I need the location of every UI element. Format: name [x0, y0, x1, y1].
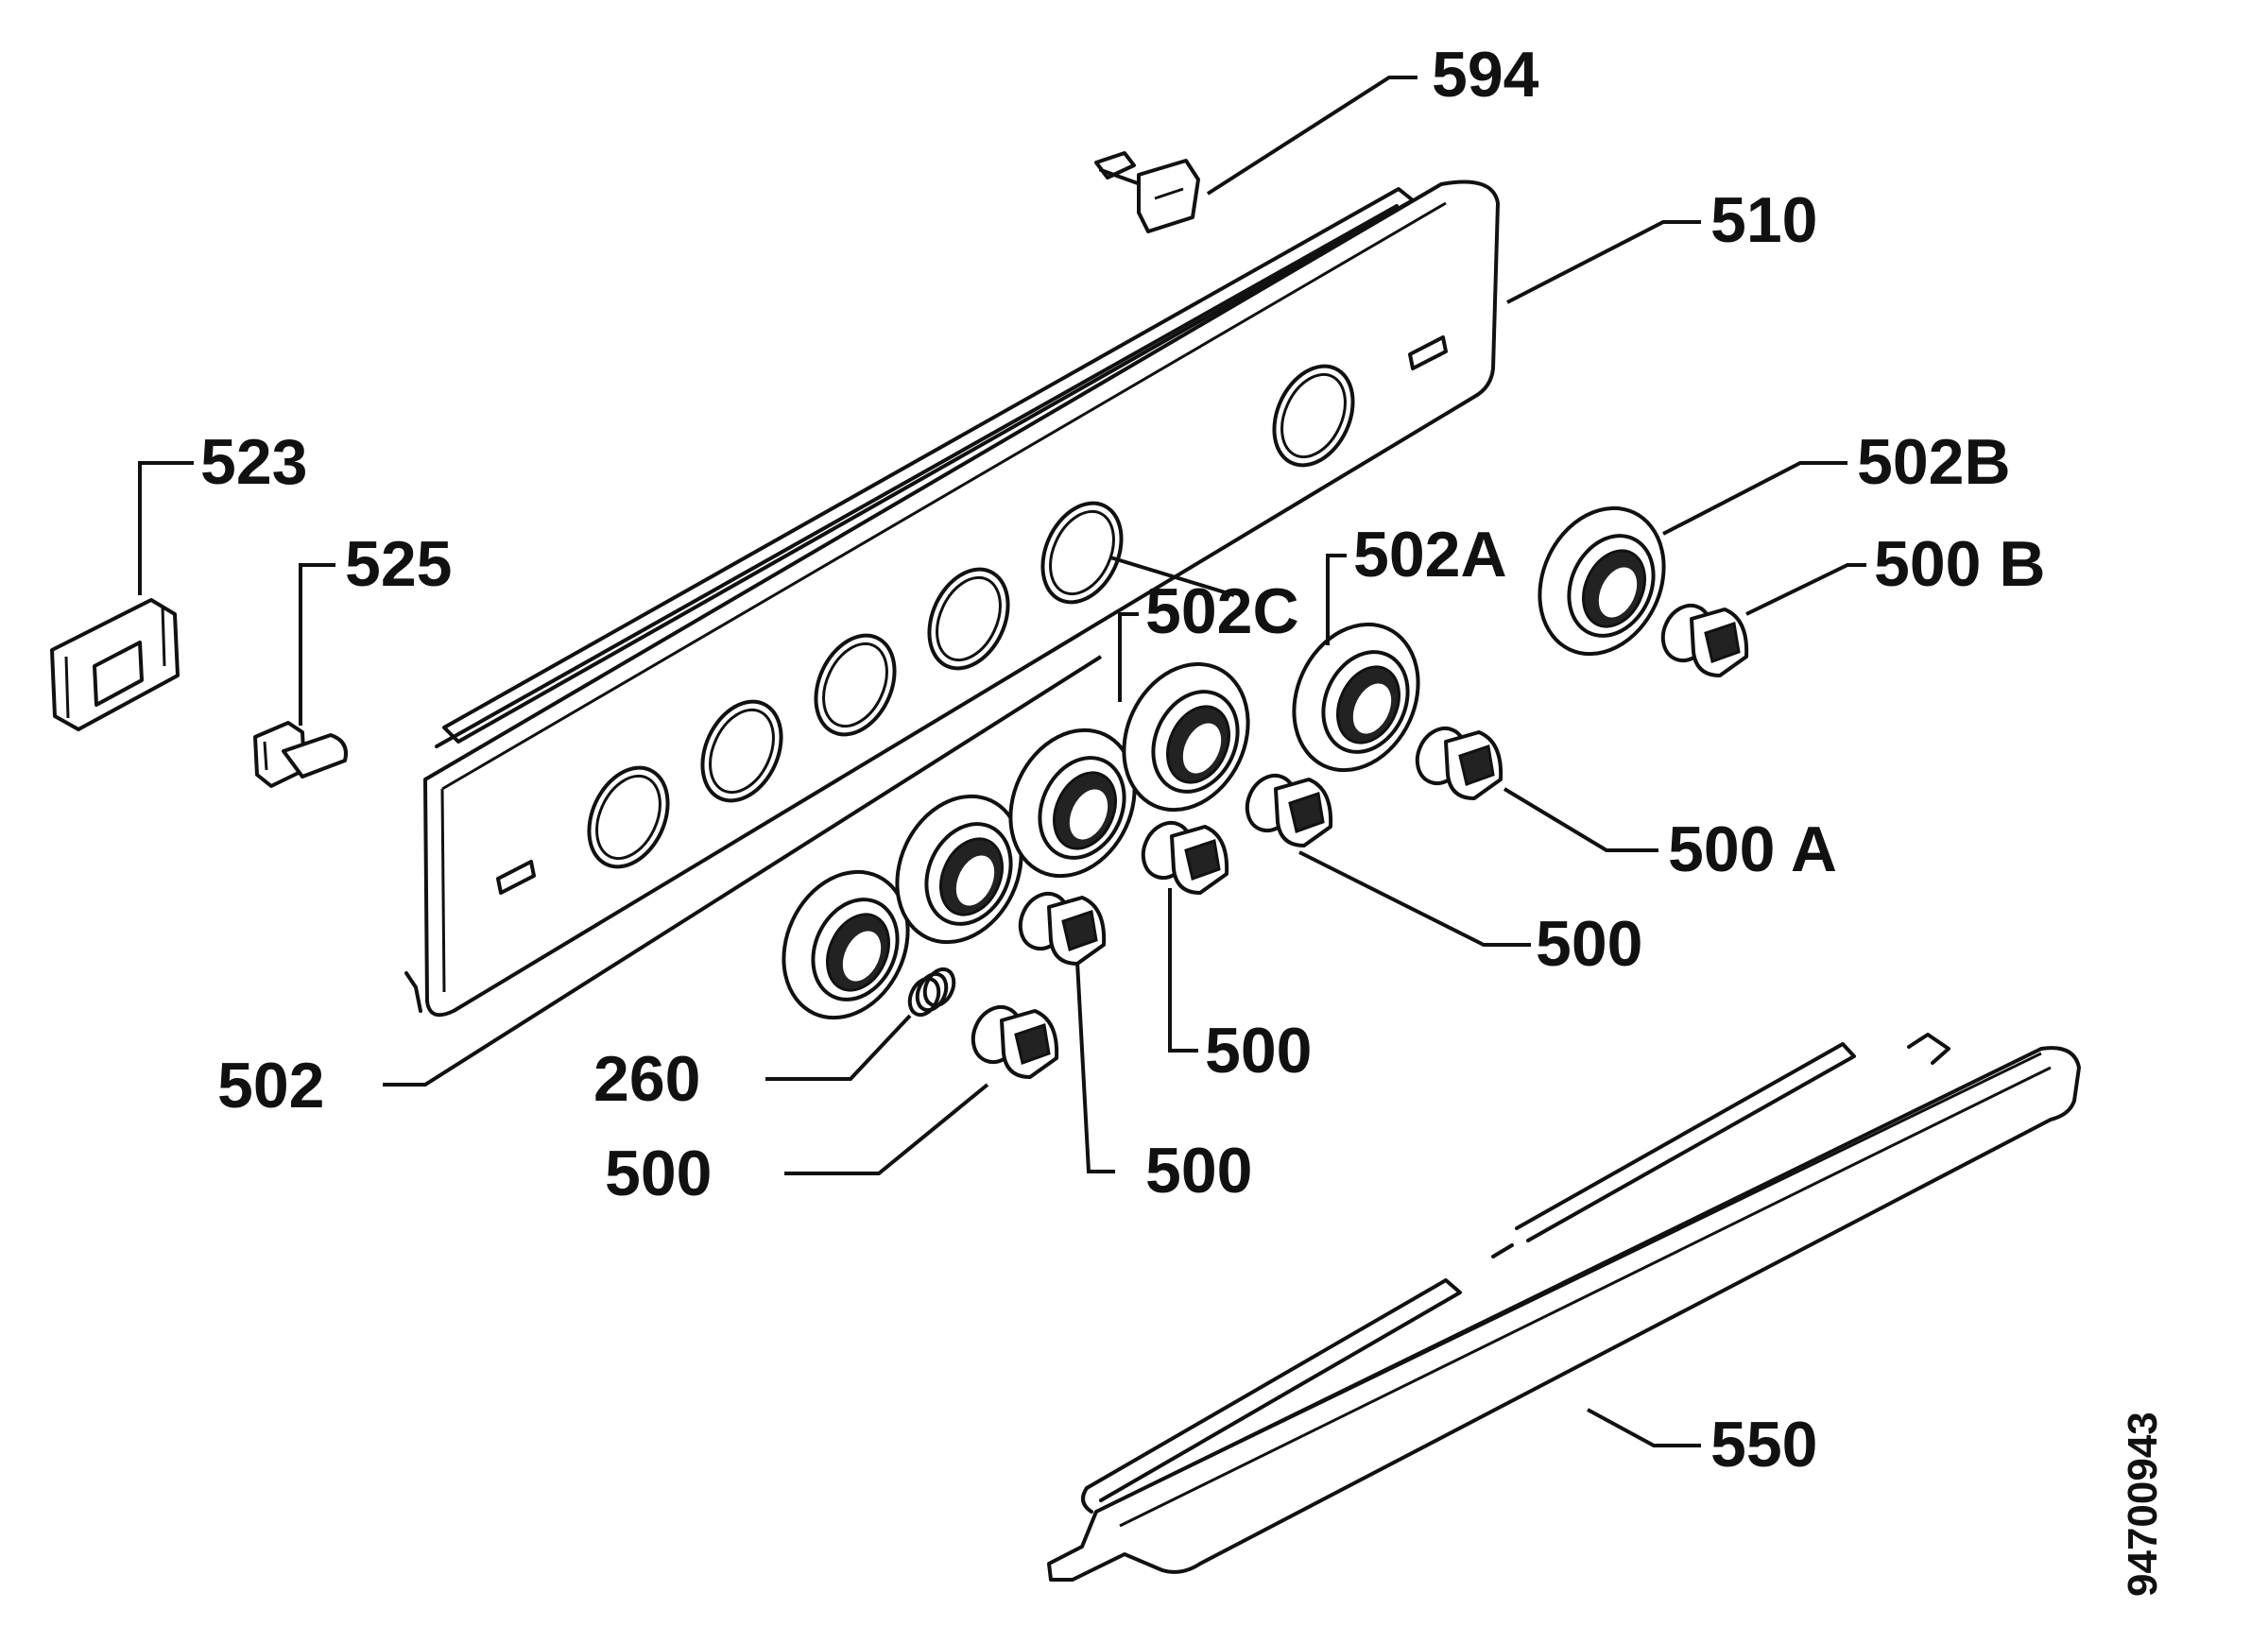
part-525: [253, 721, 348, 788]
bezel-502c: [1122, 661, 1250, 813]
label-502c: 502C: [1145, 575, 1299, 647]
trim-strip-550: [1047, 1033, 2081, 1582]
knob-500b: [1660, 603, 1749, 677]
part-594: [1094, 151, 1200, 233]
part-labels: 594 510 523 525 502B 502A 500 B 502C 500…: [200, 39, 2166, 1597]
label-523: 523: [200, 426, 307, 498]
label-500b: 500 B: [1874, 528, 2045, 600]
knob-500-bottom-left: [971, 1004, 1059, 1079]
label-502: 502: [217, 1050, 324, 1121]
bezel-2: [895, 794, 1023, 945]
knob-500-bottom-mid: [1018, 891, 1107, 966]
bezel-502b: [1538, 505, 1666, 657]
label-525: 525: [345, 528, 452, 600]
spring-260: [907, 967, 956, 1018]
bezel-3: [1008, 727, 1137, 879]
knobs: [971, 603, 1749, 1079]
control-panel-510: [404, 180, 1500, 1018]
knob-500a: [1415, 726, 1503, 800]
label-500-right: 500: [1536, 908, 1642, 980]
bezel-1: [782, 869, 910, 1020]
bezel-502a: [1292, 622, 1420, 773]
part-523: [50, 598, 180, 731]
drawing-number: 94700943: [2120, 1412, 2166, 1597]
knob-500-right: [1245, 773, 1333, 847]
leader-lines: [138, 76, 1866, 1447]
bezel-rings: [782, 505, 1666, 1020]
label-500-mid: 500: [1205, 1015, 1312, 1087]
label-502b: 502B: [1857, 426, 2011, 498]
label-502a: 502A: [1353, 519, 1507, 590]
label-500a: 500 A: [1668, 813, 1837, 885]
knob-500-mid: [1141, 820, 1229, 895]
label-500-bottom-left: 500: [605, 1138, 712, 1209]
label-500-bottom-mid: 500: [1145, 1135, 1252, 1207]
label-260: 260: [593, 1043, 700, 1115]
label-510: 510: [1710, 184, 1817, 256]
label-550: 550: [1710, 1409, 1817, 1481]
label-594: 594: [1432, 39, 1539, 111]
